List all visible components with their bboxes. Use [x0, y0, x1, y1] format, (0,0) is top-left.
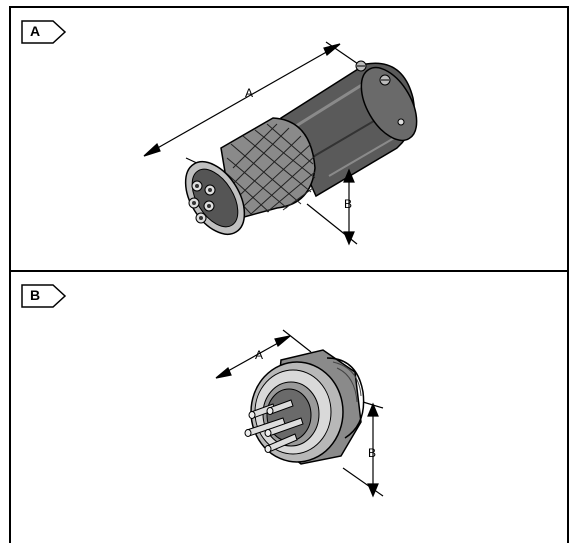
dimension-b-line	[306, 168, 358, 246]
connector-a-illustration	[143, 41, 418, 246]
figure-frame	[9, 6, 569, 543]
panel-a-dimension-b-label: B	[344, 197, 353, 211]
panel-b-tag: B	[21, 284, 71, 308]
connector-b-illustration	[215, 329, 384, 498]
connector-a-body	[184, 60, 418, 235]
dimension-a-line	[215, 329, 312, 379]
panel-a-dimension-a-label: A	[245, 86, 254, 100]
panel-a: A	[11, 8, 567, 270]
panel-b-dimension-a-label: A	[255, 348, 264, 362]
panel-b: B	[11, 272, 567, 543]
panel-a-tag: A	[21, 20, 71, 44]
connector-b-body	[244, 349, 365, 465]
panel-a-label: A	[30, 23, 41, 39]
panel-b-dimension-b-label: B	[368, 446, 377, 460]
panel-divider	[9, 270, 569, 272]
panel-b-label: B	[30, 287, 41, 303]
dimension-b-line	[342, 401, 384, 498]
